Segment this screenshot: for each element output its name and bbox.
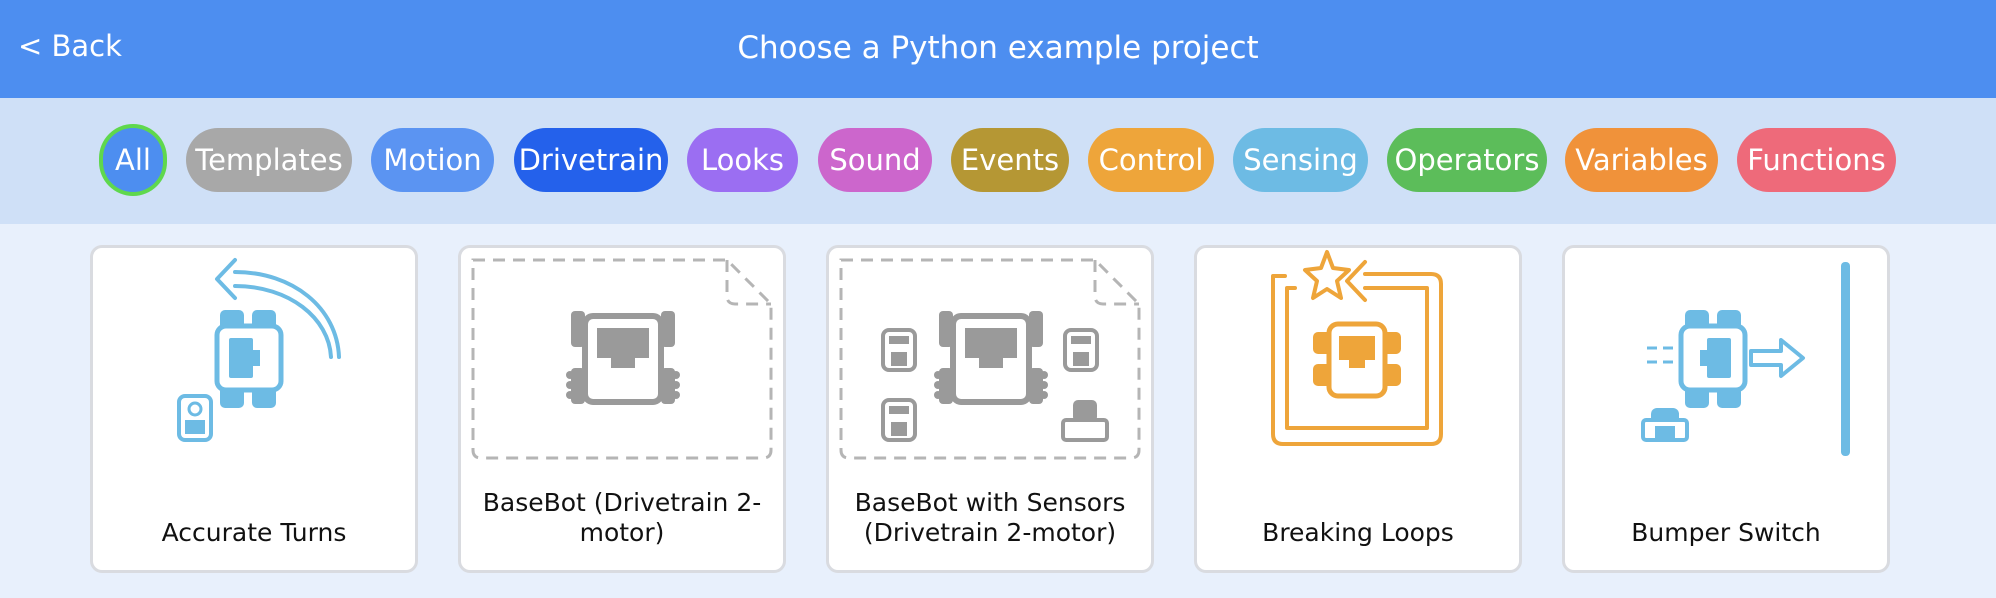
back-button[interactable]: < Back	[18, 29, 122, 63]
project-card-bumper-switch[interactable]: Bumper Switch	[1562, 245, 1890, 573]
basebot-icon	[471, 258, 773, 460]
filter-sensing[interactable]: Sensing	[1233, 128, 1368, 192]
filter-motion[interactable]: Motion	[371, 128, 494, 192]
filter-looks[interactable]: Looks	[687, 128, 798, 192]
loop-icon	[1271, 250, 1443, 446]
robot-turn-icon	[177, 258, 341, 442]
filter-templates[interactable]: Templates	[186, 128, 352, 192]
project-card-basebot[interactable]: BaseBot (Drivetrain 2-motor)	[458, 245, 786, 573]
project-card-basebot-sensors[interactable]: BaseBot with Sensors (Drivetrain 2-motor…	[826, 245, 1154, 573]
project-card-breaking-loops[interactable]: Breaking Loops	[1194, 245, 1522, 573]
bumper-icon	[1641, 262, 1850, 456]
project-card-label: Bumper Switch	[1631, 518, 1821, 547]
project-grid: Accurate Turns BaseBot (Drivetrain 2-mot…	[0, 224, 1996, 598]
header: < Back Choose a Python example project	[0, 0, 1996, 98]
page-title: Choose a Python example project	[737, 30, 1259, 66]
basebot-sensors-icon	[839, 258, 1141, 460]
filter-events[interactable]: Events	[951, 128, 1069, 192]
filter-functions[interactable]: Functions	[1737, 128, 1896, 192]
filter-drivetrain[interactable]: Drivetrain	[514, 128, 668, 192]
project-card-label: BaseBot (Drivetrain 2-motor)	[482, 488, 762, 547]
project-card-label: Breaking Loops	[1262, 518, 1454, 547]
filter-control[interactable]: Control	[1088, 128, 1214, 192]
filter-operators[interactable]: Operators	[1387, 128, 1547, 192]
filter-all[interactable]: All	[103, 128, 163, 192]
category-filter-bar: All Templates Motion Drivetrain Looks So…	[0, 98, 1996, 224]
filter-variables[interactable]: Variables	[1565, 128, 1718, 192]
project-card-label: BaseBot with Sensors (Drivetrain 2-motor…	[854, 488, 1126, 547]
filter-sound[interactable]: Sound	[818, 128, 932, 192]
project-card-accurate-turns[interactable]: Accurate Turns	[90, 245, 418, 573]
project-card-label: Accurate Turns	[161, 518, 347, 547]
